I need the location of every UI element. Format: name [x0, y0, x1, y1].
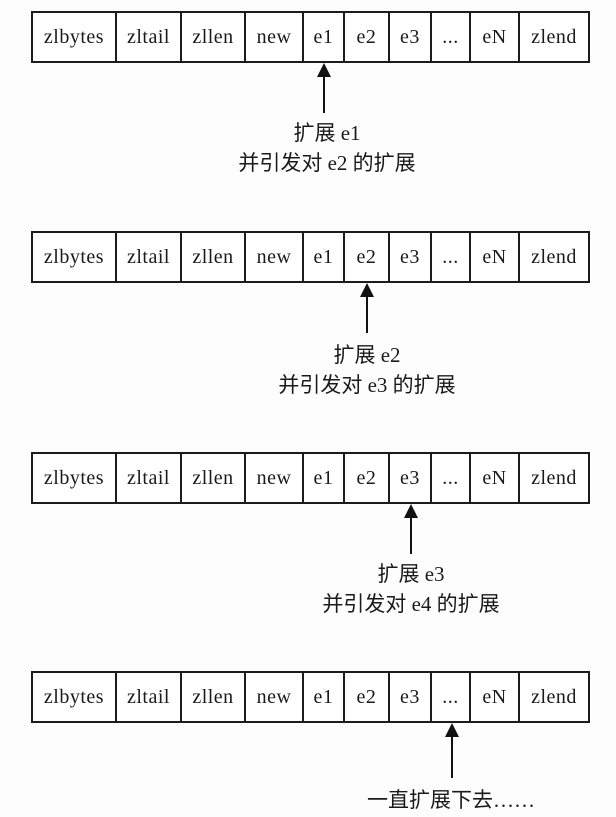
caption-expand-e1: 扩展 e1 并引发对 e2 的扩展	[238, 118, 415, 178]
cell-e2: e2	[345, 13, 390, 61]
arrow-head-icon	[445, 723, 459, 737]
cell-en: eN	[471, 13, 520, 61]
cell-zlbytes: zlbytes	[33, 233, 117, 281]
cell-e3: e3	[390, 454, 432, 502]
cell-zllen: zllen	[182, 233, 246, 281]
caption-line: 扩展 e1	[293, 121, 361, 145]
caption-line: 并引发对 e2 的扩展	[238, 151, 416, 175]
cell-ellipsis: ...	[432, 233, 471, 281]
cell-e3: e3	[390, 13, 432, 61]
caption-line: 扩展 e3	[377, 562, 445, 586]
cell-new: new	[246, 454, 304, 502]
cell-zltail: zltail	[117, 454, 182, 502]
cell-zltail: zltail	[117, 13, 182, 61]
up-arrow-to-e1	[317, 63, 331, 113]
cell-e1: e1	[304, 13, 345, 61]
up-arrow-to-ellipsis	[445, 723, 459, 778]
cell-zllen: zllen	[182, 454, 246, 502]
arrow-head-icon	[360, 283, 374, 297]
cell-e3: e3	[390, 233, 432, 281]
cell-e1: e1	[304, 454, 345, 502]
cell-en: eN	[471, 454, 520, 502]
caption-line: 一直扩展下去……	[367, 788, 535, 812]
cell-zlbytes: zlbytes	[33, 454, 117, 502]
up-arrow-to-e2	[360, 283, 374, 333]
cell-new: new	[246, 13, 304, 61]
caption-expand-e3: 扩展 e3 并引发对 e4 的扩展	[322, 559, 499, 619]
cell-zltail: zltail	[117, 673, 182, 721]
caption-expand-e2: 扩展 e2 并引发对 e3 的扩展	[278, 340, 455, 400]
cell-e3: e3	[390, 673, 432, 721]
arrow-head-icon	[317, 63, 331, 77]
arrow-shaft	[366, 297, 368, 333]
caption-keep-expanding: 一直扩展下去……	[367, 785, 535, 815]
cell-e2: e2	[345, 454, 390, 502]
cell-zllen: zllen	[182, 673, 246, 721]
cell-zlend: zlend	[531, 245, 577, 268]
cell-new: new	[246, 233, 304, 281]
cell-zlend: zlend	[531, 25, 577, 48]
up-arrow-to-e3	[404, 504, 418, 554]
cell-zlbytes: zlbytes	[33, 673, 117, 721]
cell-e1: e1	[304, 233, 345, 281]
cell-e2: e2	[345, 673, 390, 721]
arrow-head-icon	[404, 504, 418, 518]
cell-zlbytes: zlbytes	[33, 13, 117, 61]
cell-ellipsis: ...	[432, 454, 471, 502]
caption-line: 扩展 e2	[333, 343, 401, 367]
cell-zlend: zlend	[531, 685, 577, 708]
caption-line: 并引发对 e3 的扩展	[278, 373, 456, 397]
cell-e1: e1	[304, 673, 345, 721]
cell-en: eN	[471, 673, 520, 721]
cell-new: new	[246, 673, 304, 721]
arrow-shaft	[451, 737, 453, 778]
cell-zlend: zlend	[531, 466, 577, 489]
cell-zllen: zllen	[182, 13, 246, 61]
cell-zltail: zltail	[117, 233, 182, 281]
arrow-shaft	[323, 77, 325, 113]
caption-line: 并引发对 e4 的扩展	[322, 592, 500, 616]
cell-ellipsis: ...	[432, 13, 471, 61]
cell-en: eN	[471, 233, 520, 281]
cell-ellipsis: ...	[432, 673, 471, 721]
cell-e2: e2	[345, 233, 390, 281]
arrow-shaft	[410, 518, 412, 554]
